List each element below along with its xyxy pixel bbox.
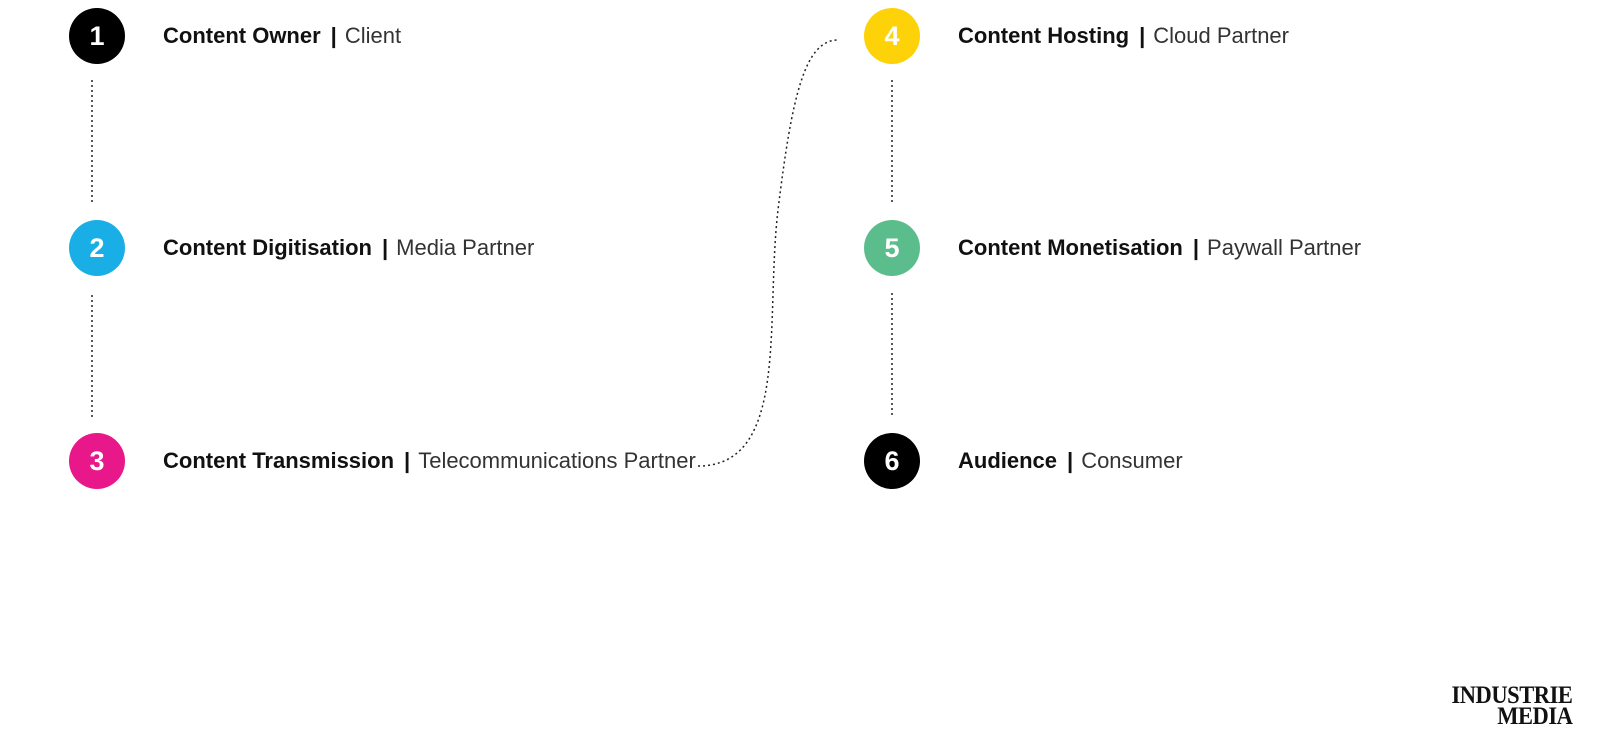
step-number: 1 bbox=[89, 20, 105, 51]
step-role: Cloud Partner bbox=[1153, 23, 1289, 48]
step-separator: | bbox=[1067, 448, 1074, 473]
step-number: 5 bbox=[884, 232, 900, 263]
step-number-badge: 1 bbox=[69, 8, 125, 64]
step-role: Media Partner bbox=[396, 235, 535, 260]
step-role: Client bbox=[344, 23, 402, 48]
step-content-transmission: 3 Content Transmission | Telecommunicati… bbox=[69, 433, 696, 489]
step-number: 4 bbox=[884, 20, 900, 51]
step-title: Content Hosting bbox=[958, 23, 1130, 48]
step-separator: | bbox=[404, 448, 411, 473]
step-number-badge: 4 bbox=[864, 8, 920, 64]
step-label: Content Transmission | Telecommunication… bbox=[163, 448, 696, 474]
step-title: Audience bbox=[958, 448, 1058, 473]
step-number-badge: 3 bbox=[69, 433, 125, 489]
step-number-badge: 5 bbox=[864, 220, 920, 276]
step-content-digitisation: 2 Content Digitisation | Media Partner bbox=[69, 220, 534, 276]
step-role: Telecommunications Partner bbox=[418, 448, 696, 473]
step-number: 6 bbox=[884, 445, 900, 476]
step-content-owner: 1 Content Owner | Client bbox=[69, 8, 401, 64]
step-audience: 6 Audience | Consumer bbox=[864, 433, 1183, 489]
step-title: Content Owner bbox=[163, 23, 321, 48]
step-number: 2 bbox=[89, 232, 105, 263]
step-label: Content Hosting | Cloud Partner bbox=[958, 23, 1289, 49]
step-number: 3 bbox=[89, 445, 105, 476]
step-label: Content Monetisation | Paywall Partner bbox=[958, 235, 1361, 261]
step-title: Content Digitisation bbox=[163, 235, 372, 260]
logo-line-2: MEDIA bbox=[1496, 703, 1573, 730]
step-label: Audience | Consumer bbox=[958, 448, 1183, 474]
step-number-badge: 6 bbox=[864, 433, 920, 489]
connector-3-4 bbox=[697, 39, 839, 467]
step-separator: | bbox=[1192, 235, 1200, 260]
step-separator: | bbox=[381, 235, 389, 260]
step-label: Content Digitisation | Media Partner bbox=[163, 235, 534, 261]
step-content-monetisation: 5 Content Monetisation | Paywall Partner bbox=[864, 220, 1361, 276]
step-title: Content Transmission bbox=[163, 448, 395, 473]
step-separator: | bbox=[1139, 23, 1146, 48]
step-label: Content Owner | Client bbox=[163, 23, 401, 49]
industrie-media-logo: INDUSTRIE MEDIA bbox=[1451, 682, 1573, 730]
logo-line-1: INDUSTRIE bbox=[1451, 682, 1572, 709]
step-separator: | bbox=[330, 23, 337, 48]
step-title: Content Monetisation bbox=[958, 235, 1183, 260]
step-role: Consumer bbox=[1081, 448, 1183, 473]
step-role: Paywall Partner bbox=[1207, 235, 1362, 260]
step-content-hosting: 4 Content Hosting | Cloud Partner bbox=[864, 8, 1289, 64]
step-number-badge: 2 bbox=[69, 220, 125, 276]
